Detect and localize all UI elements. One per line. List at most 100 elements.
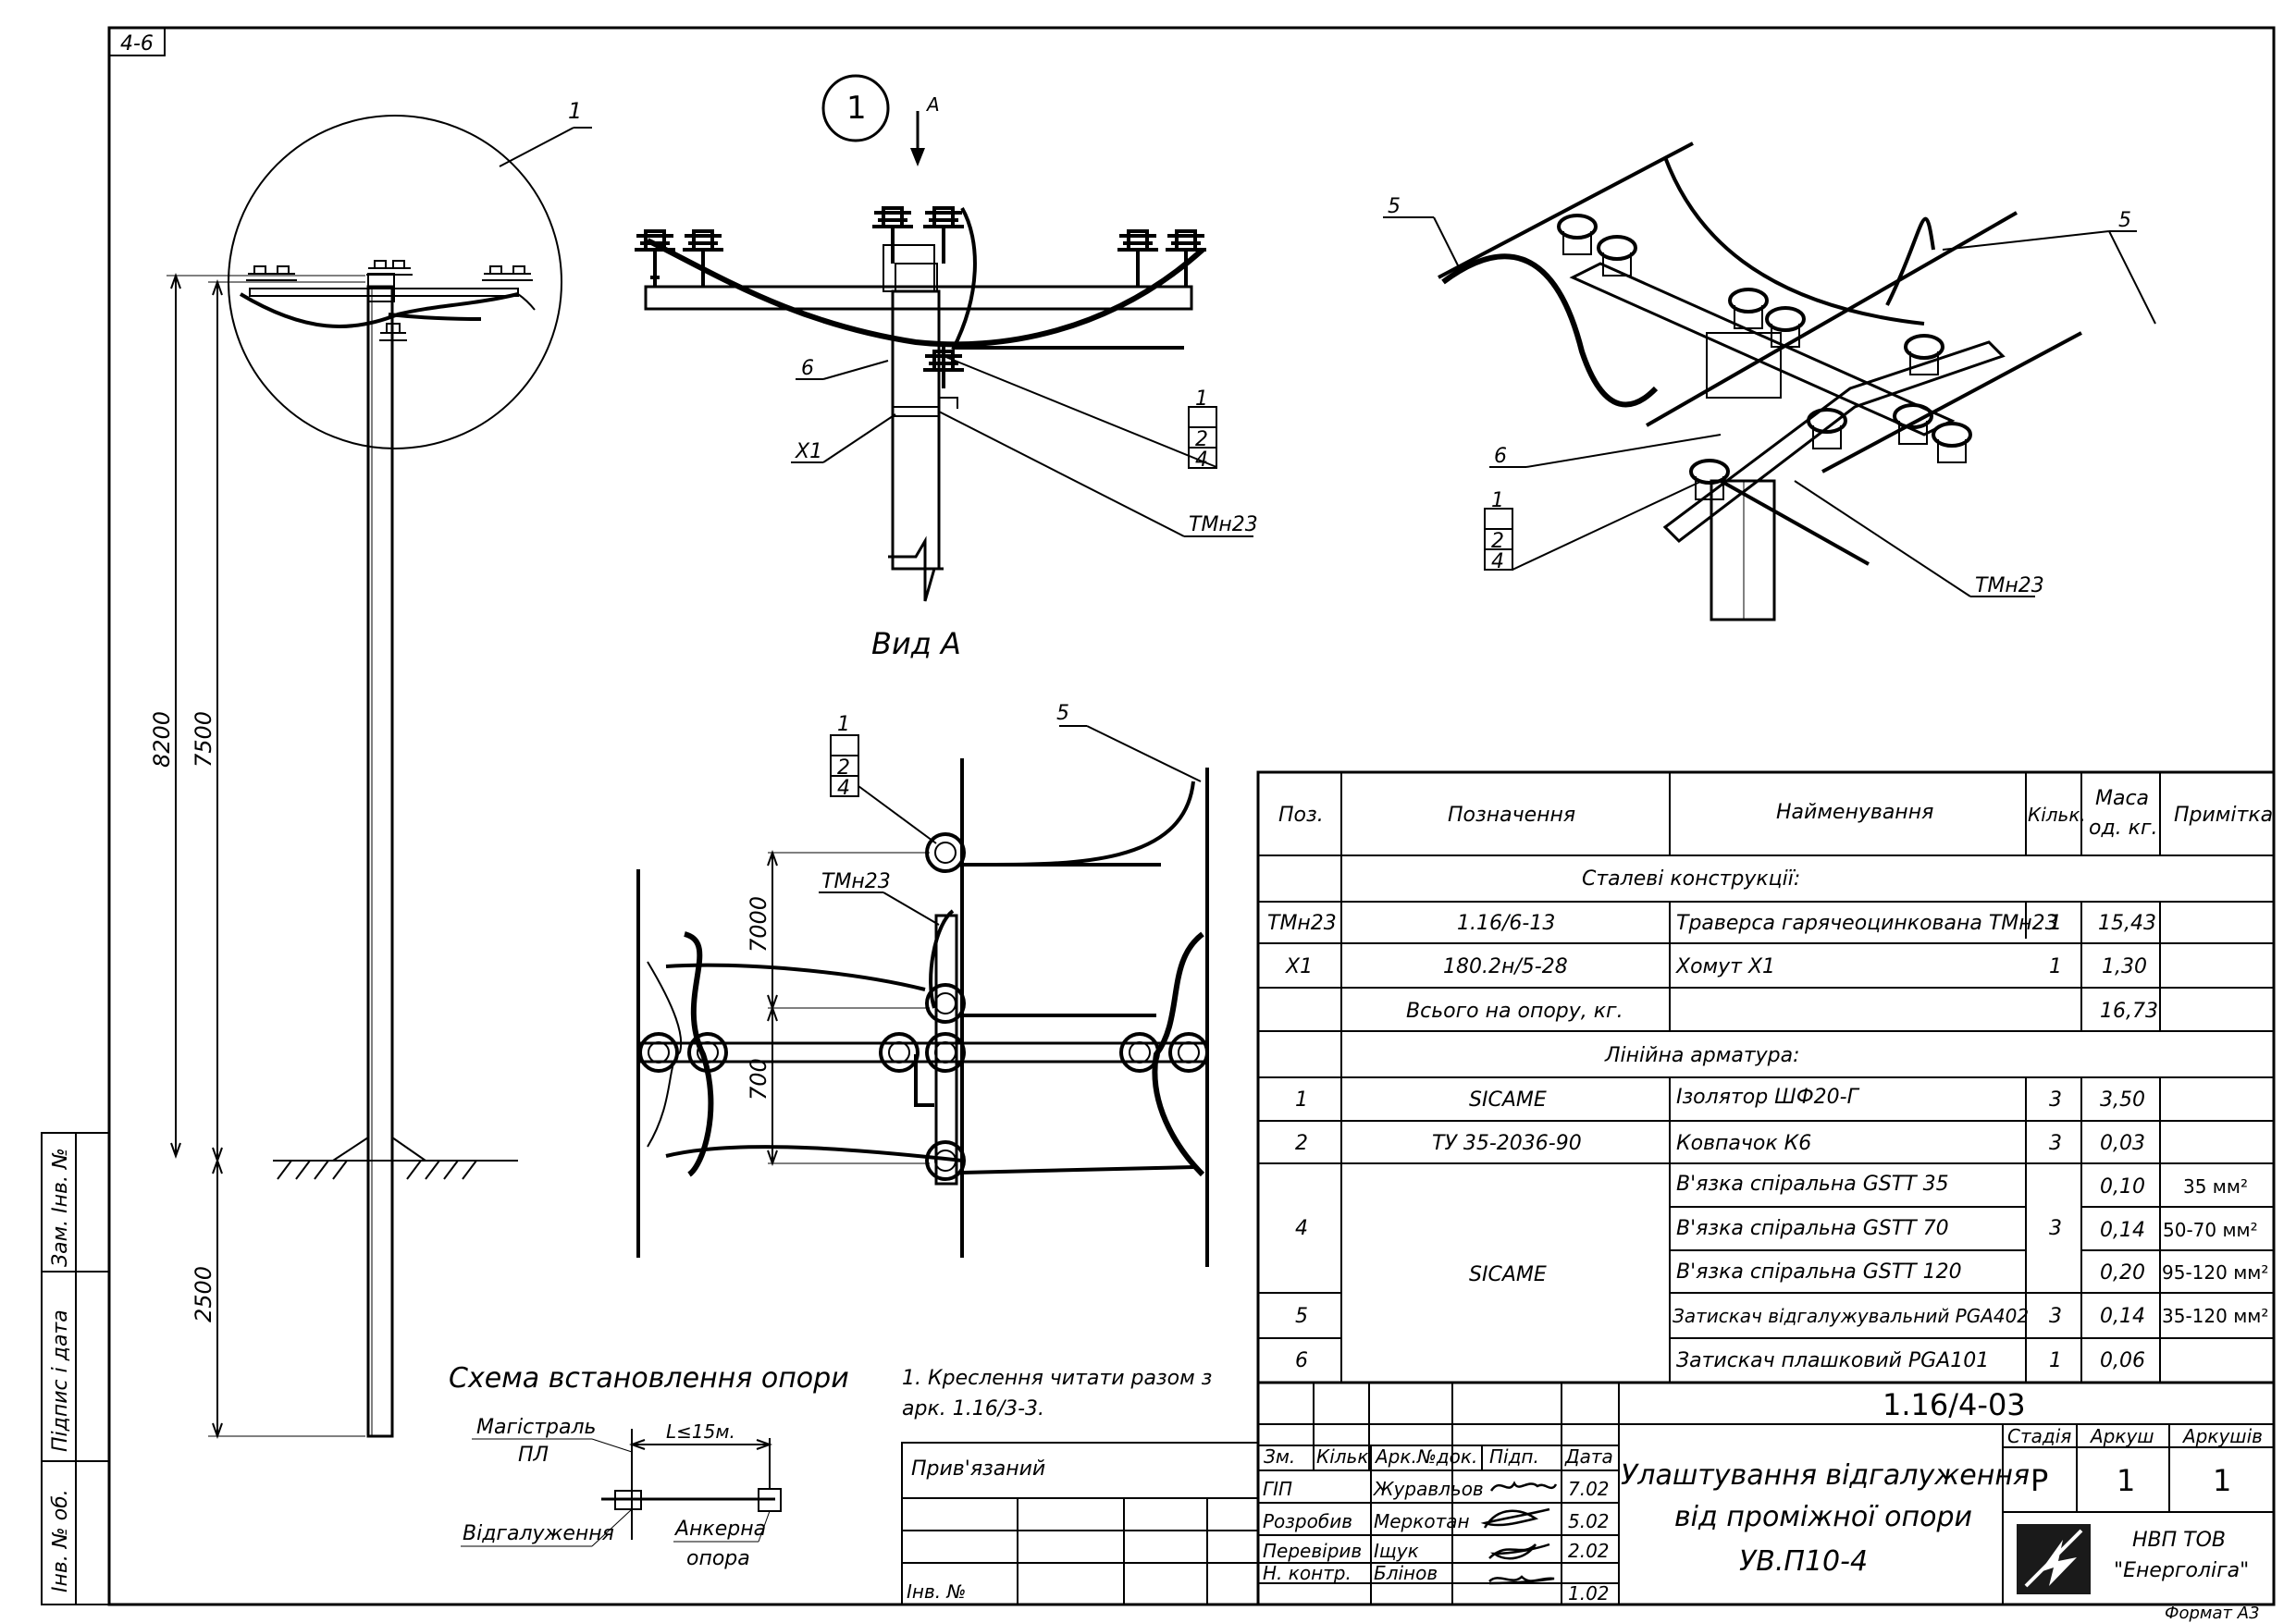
- sheet-value: 1: [2117, 1463, 2135, 1498]
- row2-des: ТУ 35-2036-90: [1432, 1132, 1582, 1155]
- total-label: Всього на опору, кг.: [1406, 1000, 1623, 1023]
- steel-row2-name: Хомут Х1: [1675, 955, 1775, 978]
- stage-h-sheet: Аркуш: [2089, 1425, 2154, 1447]
- company-logo-icon: [2017, 1524, 2091, 1594]
- scheme-anchor-2: опора: [686, 1547, 750, 1570]
- view-a-callout-tmn: ТМн23: [1189, 513, 1258, 536]
- name-dev: Меркотан: [1374, 1510, 1470, 1532]
- rev-h-qty: Кільк.: [1316, 1445, 1375, 1468]
- sheets-value: 1: [2213, 1463, 2231, 1498]
- view-a: 1 А 6 Х1 1: [635, 74, 1258, 661]
- row5-qty: 3: [2049, 1305, 2062, 1328]
- role-check: Перевірив: [1263, 1540, 1362, 1562]
- stage-value: Р: [2031, 1463, 2048, 1498]
- hdr-pos: Поз.: [1278, 804, 1324, 827]
- section-line: Лінійна арматура:: [1604, 1044, 1800, 1067]
- row1-des: SICAME: [1469, 1088, 1547, 1112]
- steel-row1-des: 1.16/6-13: [1457, 912, 1555, 935]
- row4c-name: В'язка спіральна GSTT 120: [1676, 1260, 1962, 1284]
- pole-elevation: 1 8200 7500 25: [149, 98, 592, 1439]
- group-designation: SICAME: [1469, 1263, 1547, 1286]
- row4c-note: 95-120 мм²: [2162, 1261, 2268, 1284]
- elev-dim-8200: 8200: [149, 711, 175, 768]
- total-mass: 16,73: [2100, 1000, 2158, 1023]
- date-dev: 5.02: [1568, 1510, 1610, 1532]
- plan-stack-2: 2: [837, 756, 850, 780]
- plan-view: 7000 700 1 2 4 5 ТМн23: [636, 702, 1209, 1267]
- row6-mass: 0,06: [2100, 1349, 2145, 1372]
- view-a-title: Вид А: [871, 626, 961, 661]
- plan-stack-1: 1: [837, 713, 850, 736]
- iso-stack-4: 4: [1491, 550, 1504, 573]
- company-line-1: НВП ТОВ: [2132, 1529, 2226, 1552]
- row2-name: Ковпачок К6: [1676, 1132, 1811, 1155]
- row6-pos: 6: [1295, 1349, 1308, 1372]
- row4b-mass: 0,14: [2100, 1219, 2145, 1242]
- specification-table: Поз. Позначення Найменування Кільк. Маса…: [1256, 770, 2276, 1384]
- pole-body: [366, 285, 394, 1438]
- row2-qty: 3: [2049, 1132, 2062, 1155]
- strip-label-replace: Зам. Інв. №: [49, 1148, 72, 1267]
- steel-row2-pos: Х1: [1285, 955, 1313, 978]
- scheme-mainline-2: ПЛ: [518, 1444, 549, 1467]
- row1-name: Ізолятор ШФ20-Г: [1676, 1086, 1860, 1109]
- hdr-designation: Позначення: [1448, 804, 1575, 827]
- row5-note: 35-120 мм²: [2162, 1305, 2268, 1327]
- title-line-2: від проміжної опори: [1674, 1501, 1972, 1533]
- elev-insulators: [246, 260, 533, 341]
- iso-insulators: [1557, 214, 1972, 500]
- iso-crossarm-1: [1569, 262, 1956, 436]
- corner-code-box: 4-6: [108, 27, 166, 56]
- isometric-view: 5 5 6 1 2 4 ТМн23: [1383, 141, 2156, 621]
- view-arrow-label: А: [925, 93, 940, 116]
- note-line-1: 1. Креслення читати разом з: [902, 1367, 1212, 1390]
- scheme-mainline-1: Магістраль: [476, 1416, 597, 1439]
- steel-row1-mass: 15,43: [2098, 912, 2156, 935]
- name-check: Іщук: [1374, 1540, 1419, 1562]
- hdr-note: Примітка: [2174, 804, 2273, 827]
- role-norm: Н. контр.: [1263, 1562, 1352, 1584]
- row4a-name: В'язка спіральна GSTT 35: [1676, 1173, 1949, 1196]
- row4b-note: 50-70 мм²: [2163, 1219, 2258, 1241]
- corner-code: 4-6: [120, 32, 154, 55]
- hdr-mass-1: Маса: [2095, 787, 2149, 810]
- doc-code: 1.16/4-03: [1882, 1387, 2026, 1422]
- role-dev: Розробив: [1263, 1510, 1352, 1532]
- view-a-insulators: [635, 206, 1206, 388]
- row1-mass: 3,50: [2100, 1088, 2145, 1112]
- plan-stack-4: 4: [837, 777, 850, 800]
- row1-pos: 1: [1295, 1088, 1308, 1112]
- scheme-branch-label: Відгалуження: [463, 1522, 614, 1545]
- title-line-1: Улаштування відгалуження: [1621, 1459, 2030, 1492]
- iso-callout-5-left: 5: [1388, 195, 1401, 218]
- iso-callout-5-right: 5: [2118, 209, 2131, 232]
- rev-h-doc: №док.: [1416, 1445, 1477, 1468]
- plan-insulator-rings: [638, 832, 1209, 1181]
- row1-qty: 3: [2049, 1088, 2062, 1112]
- note-line-2: арк. 1.16/3-3.: [902, 1397, 1044, 1420]
- format-label: Формат А3: [2165, 1604, 2260, 1623]
- left-strip: Зам. Інв. № Підпис і дата Інв. № об.: [41, 1132, 110, 1605]
- row6-qty: 1: [2049, 1349, 2062, 1372]
- stage-h-stage: Стадія: [2007, 1425, 2071, 1447]
- row4a-mass: 0,10: [2100, 1175, 2145, 1199]
- iso-stack-2: 2: [1491, 530, 1504, 553]
- steel-row2-qty: 1: [2049, 955, 2062, 978]
- iso-callout-6: 6: [1494, 445, 1507, 468]
- row6-name: Затискач плашковий PGA101: [1676, 1349, 1989, 1372]
- row4a-note: 35 мм²: [2183, 1175, 2248, 1198]
- iso-callout-tmn: ТМн23: [1975, 574, 2044, 597]
- row4c-mass: 0,20: [2100, 1261, 2145, 1285]
- view-marker-number: 1: [846, 90, 867, 127]
- row2-pos: 2: [1295, 1132, 1308, 1155]
- row4-pos: 4: [1295, 1217, 1308, 1240]
- plan-callout-5: 5: [1056, 702, 1069, 725]
- steel-row1-pos: ТМн23: [1267, 912, 1337, 935]
- plan-dim-700: 700: [746, 1058, 772, 1100]
- inv-label: Інв. №: [907, 1580, 966, 1603]
- steel-row2-mass: 1,30: [2102, 955, 2147, 978]
- steel-row1-qty: 1: [2049, 912, 2062, 935]
- stage-h-sheets: Аркушів: [2181, 1425, 2263, 1447]
- view-a-stack-2: 2: [1195, 428, 1208, 451]
